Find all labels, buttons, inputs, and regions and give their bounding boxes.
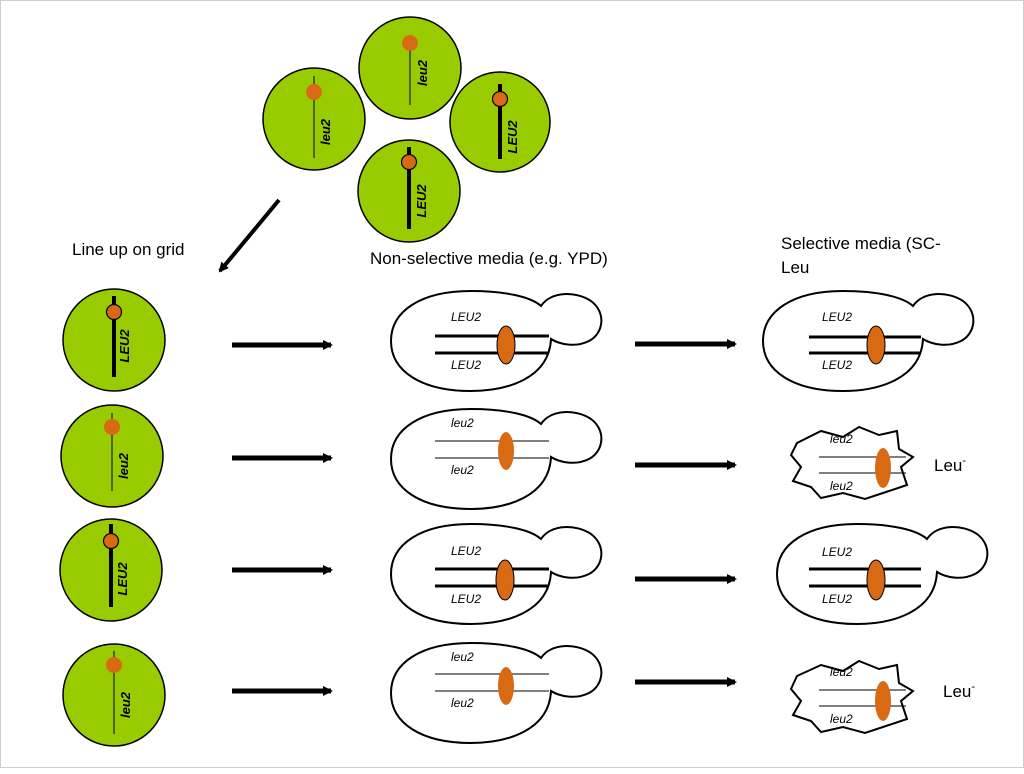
allele-label: LEU2	[414, 184, 429, 218]
centromere-ellipse	[496, 325, 516, 365]
allele-label: leu2	[318, 118, 333, 145]
centromere-ellipse	[875, 448, 891, 488]
diagonal-arrow	[218, 198, 281, 273]
label-selective-media-line1: Selective media (SC-	[781, 234, 941, 253]
spore-left-leu2: leu2	[262, 67, 366, 171]
cell-nonselective: LEU2 LEU2	[389, 522, 603, 626]
grid-spore: leu2	[62, 643, 166, 747]
allele-lower: leu2	[451, 696, 474, 710]
allele-label: leu2	[118, 691, 133, 718]
allele-upper: leu2	[830, 432, 853, 446]
allele-label: leu2	[116, 452, 131, 479]
centromere-ellipse	[498, 667, 514, 705]
allele-lower: leu2	[830, 479, 853, 493]
centromere-ellipse	[866, 325, 886, 365]
centromere	[306, 84, 322, 100]
centromere-ellipse	[498, 432, 514, 470]
cell-selective-dead: leu2 leu2	[789, 425, 915, 501]
centromere-ellipse	[495, 559, 515, 601]
cell-nonselective: leu2 leu2	[389, 407, 603, 511]
spore-top-leu2: leu2	[358, 16, 462, 120]
allele-label: LEU2	[115, 562, 130, 596]
allele-lower: LEU2	[451, 592, 481, 606]
label-selective-media-line2: Leu	[781, 258, 809, 277]
allele-upper: leu2	[451, 416, 474, 430]
label-nonselective-media: Non-selective media (e.g. YPD)	[370, 249, 608, 268]
yeast-cell	[389, 641, 603, 745]
allele-lower: LEU2	[822, 592, 852, 606]
row-4-leu2: leu2 leu2 leu2 leu2 leu2 Leu-	[62, 641, 975, 747]
centromere	[106, 657, 122, 673]
centromere	[491, 90, 509, 108]
centromere	[105, 303, 123, 321]
phenotype-label: Leu-	[943, 681, 975, 701]
allele-upper: LEU2	[822, 545, 852, 559]
allele-lower: leu2	[451, 463, 474, 477]
allele-upper: leu2	[451, 650, 474, 664]
centromere	[104, 419, 120, 435]
centromere	[102, 532, 120, 550]
yeast-cell	[389, 289, 603, 393]
allele-lower: leu2	[830, 712, 853, 726]
label-line-up-on-grid: Line up on grid	[72, 240, 184, 259]
allele-label: leu2	[415, 59, 430, 86]
allele-lower: LEU2	[451, 358, 481, 372]
allele-label: LEU2	[505, 120, 520, 154]
centromere-ellipse	[866, 559, 886, 601]
cell-selective-healthy: LEU2 LEU2	[775, 522, 989, 626]
allele-label: LEU2	[117, 329, 132, 363]
allele-upper: LEU2	[822, 310, 852, 324]
grid-spore: LEU2	[59, 518, 163, 622]
allele-upper: leu2	[830, 665, 853, 679]
centromere	[400, 153, 418, 171]
allele-upper: LEU2	[451, 310, 481, 324]
spore-right-LEU2: LEU2	[449, 71, 551, 173]
centromere-ellipse	[875, 681, 891, 721]
spore-bottom-LEU2: LEU2	[357, 139, 461, 243]
row-3-LEU2: LEU2 LEU2 LEU2 LEU2 LEU2	[59, 518, 989, 626]
allele-upper: LEU2	[451, 544, 481, 558]
phenotype-label: Leu-	[934, 455, 966, 475]
allele-lower: LEU2	[822, 358, 852, 372]
cell-selective-healthy: LEU2 LEU2	[761, 289, 975, 393]
tetrad: leu2 leu2 LEU2 LEU2	[262, 16, 551, 243]
grid-spore: LEU2	[62, 288, 166, 392]
yeast-cell	[389, 407, 603, 511]
cell-nonselective: LEU2 LEU2	[389, 289, 603, 393]
row-1-LEU2: LEU2 LEU2 LEU2 LEU2 LEU2	[62, 288, 975, 393]
cell-selective-dead: leu2 leu2	[789, 659, 915, 735]
grid-spore: leu2	[60, 404, 164, 508]
row-2-leu2: leu2 leu2 leu2 leu2 leu2 Leu-	[60, 404, 966, 511]
cell-nonselective: leu2 leu2	[389, 641, 603, 745]
centromere	[402, 35, 418, 51]
